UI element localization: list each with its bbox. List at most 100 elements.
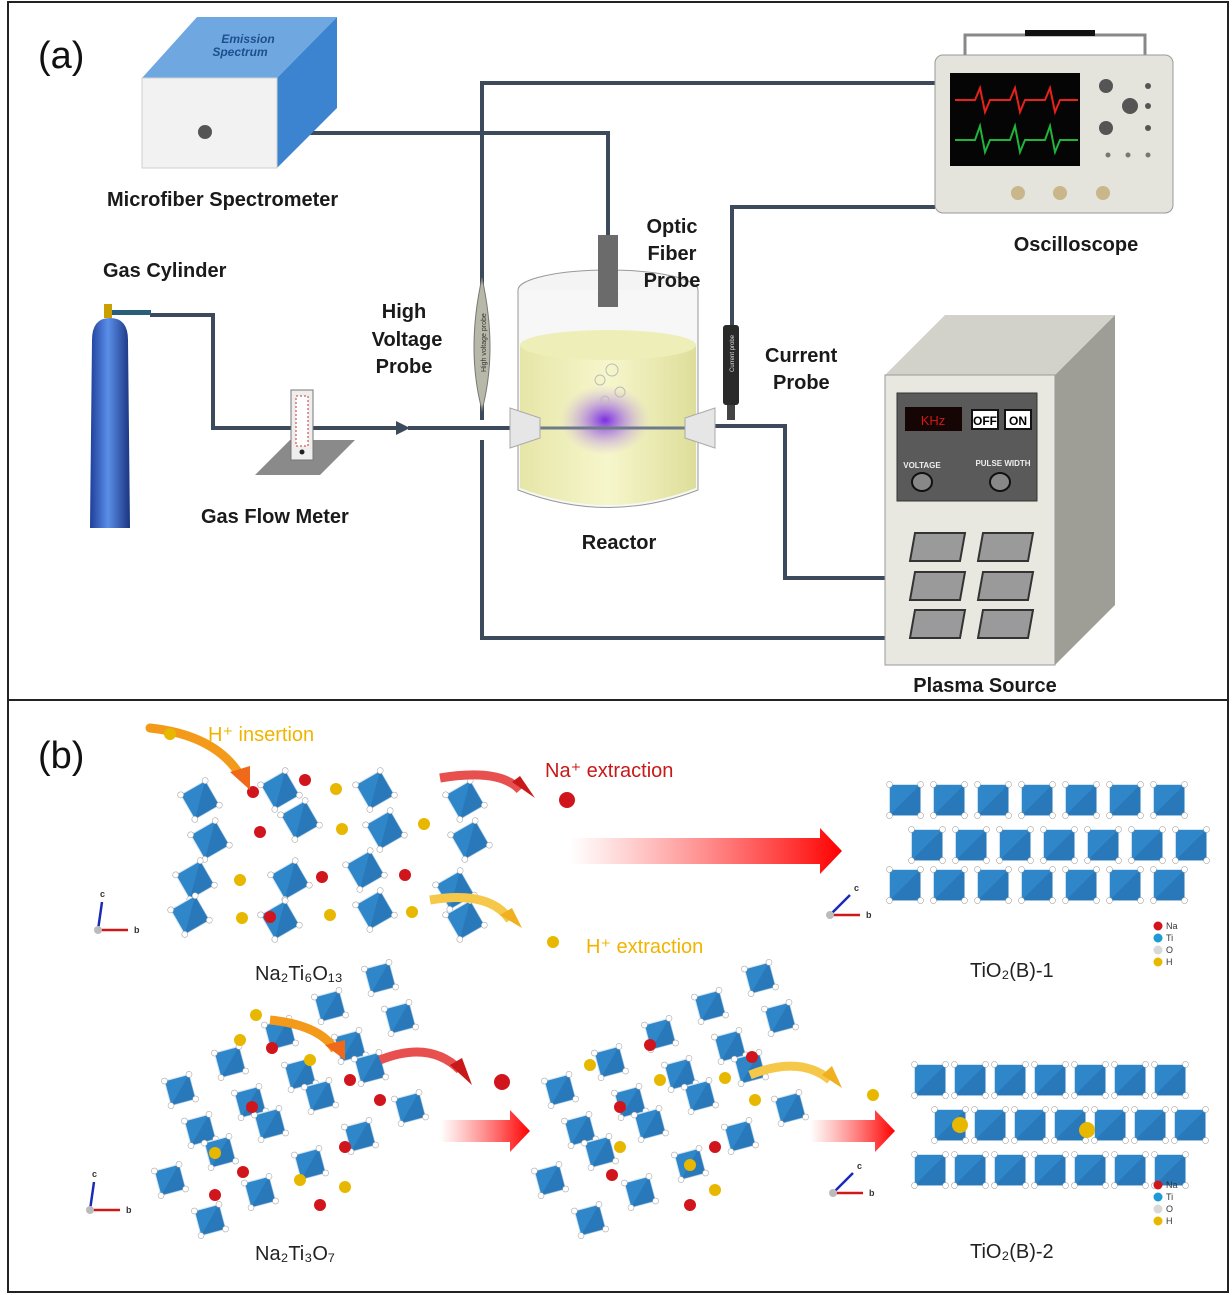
octahedron bbox=[631, 1105, 669, 1143]
octahedron bbox=[1018, 781, 1056, 819]
octahedron bbox=[267, 857, 313, 903]
legend-label-h: H bbox=[1166, 957, 1173, 967]
octahedron bbox=[531, 1161, 569, 1199]
axis-triad: cb bbox=[94, 889, 140, 935]
h-atom bbox=[304, 1054, 316, 1066]
hv-probe-label-2: Voltage bbox=[372, 329, 443, 351]
octahedron bbox=[571, 1201, 609, 1239]
reactor bbox=[509, 235, 716, 508]
octahedron bbox=[1062, 781, 1100, 819]
tio2b-2-label: TiO₂(B)-2 bbox=[970, 1241, 1054, 1263]
octahedron bbox=[931, 1106, 969, 1144]
h-atom bbox=[209, 1147, 221, 1159]
octahedron bbox=[151, 1161, 189, 1199]
na-atom bbox=[606, 1169, 618, 1181]
octahedron bbox=[741, 959, 779, 997]
octahedron bbox=[442, 777, 488, 823]
h-atom bbox=[654, 1074, 666, 1086]
octahedron bbox=[381, 999, 419, 1037]
octahedron bbox=[1151, 1061, 1189, 1099]
octahedron bbox=[1150, 781, 1188, 819]
octahedron bbox=[581, 1133, 619, 1171]
octahedron bbox=[351, 1049, 389, 1087]
octahedron bbox=[1111, 1061, 1149, 1099]
reactor-label: Reactor bbox=[582, 532, 657, 554]
octahedron bbox=[341, 1117, 379, 1155]
legend-swatch-h bbox=[1153, 957, 1163, 967]
octahedron bbox=[621, 1173, 659, 1211]
na-atom bbox=[314, 1199, 326, 1211]
octahedron bbox=[1071, 1061, 1109, 1099]
octahedron bbox=[886, 866, 924, 904]
legend-label-o: O bbox=[1166, 945, 1173, 955]
octahedron bbox=[1172, 826, 1210, 864]
octahedron bbox=[761, 999, 799, 1037]
octahedron bbox=[362, 807, 408, 853]
octahedron bbox=[447, 817, 493, 863]
na-atom bbox=[684, 1199, 696, 1211]
keypad bbox=[976, 532, 1035, 562]
octahedron bbox=[241, 1173, 279, 1211]
off-button: OFF bbox=[973, 414, 997, 428]
legend-label-ti: Ti bbox=[1166, 933, 1173, 943]
octahedron bbox=[951, 1151, 989, 1189]
octahedron bbox=[886, 781, 924, 819]
axis-c-label: c bbox=[854, 883, 859, 893]
na-atom bbox=[246, 1101, 258, 1113]
oscilloscope bbox=[934, 30, 1174, 214]
h-atom bbox=[330, 783, 342, 795]
na-atom bbox=[644, 1039, 656, 1051]
octahedron bbox=[1150, 866, 1188, 904]
axis-triad: cb bbox=[826, 883, 872, 920]
axis-b-label: b bbox=[126, 1205, 132, 1215]
legend-swatch-h bbox=[1153, 1216, 1163, 1226]
octahedron bbox=[251, 1105, 289, 1143]
octahedron bbox=[187, 817, 233, 863]
svg-text:PULSE WIDTH: PULSE WIDTH bbox=[975, 459, 1030, 468]
octahedron bbox=[908, 826, 946, 864]
h-atom bbox=[614, 1141, 626, 1153]
legend-swatch-o bbox=[1153, 1204, 1163, 1214]
legend-label-o: O bbox=[1166, 1204, 1173, 1214]
keypad bbox=[976, 571, 1035, 601]
octahedron bbox=[257, 767, 303, 813]
na-atom bbox=[209, 1189, 221, 1201]
frequency-display: KHz bbox=[921, 413, 946, 428]
octahedron bbox=[952, 826, 990, 864]
transform-arrow-1 bbox=[570, 828, 842, 874]
na-atom bbox=[746, 1051, 758, 1063]
keypad bbox=[976, 609, 1035, 639]
svg-text:Spectrum: Spectrum bbox=[212, 45, 268, 59]
legend-swatch-ti bbox=[1153, 933, 1163, 943]
octahedron bbox=[342, 847, 388, 893]
octahedron bbox=[301, 1077, 339, 1115]
legend-swatch-ti bbox=[1153, 1192, 1163, 1202]
octahedron bbox=[1111, 1151, 1149, 1189]
optic-probe-label-3: Probe bbox=[644, 270, 701, 292]
h-atom bbox=[234, 874, 246, 886]
legend-swatch-na bbox=[1153, 921, 1163, 931]
na-atom bbox=[237, 1166, 249, 1178]
octahedron bbox=[1091, 1106, 1129, 1144]
octahedron bbox=[721, 1117, 759, 1155]
octahedron bbox=[541, 1071, 579, 1109]
optic-probe-label-1: Optic bbox=[646, 216, 697, 238]
octahedron bbox=[911, 1061, 949, 1099]
octahedron bbox=[1031, 1151, 1069, 1189]
oscilloscope-label: Oscilloscope bbox=[1014, 234, 1139, 256]
octahedron bbox=[1171, 1106, 1209, 1144]
octahedron bbox=[177, 777, 223, 823]
octahedron bbox=[391, 1089, 429, 1127]
octahedron bbox=[1151, 1151, 1189, 1189]
axis-triad: cb bbox=[829, 1161, 875, 1198]
h-atom bbox=[294, 1174, 306, 1186]
current-probe-label-2: Probe bbox=[773, 372, 830, 394]
octahedron bbox=[1051, 1106, 1089, 1144]
octahedron bbox=[911, 1151, 949, 1189]
axis-c-label: c bbox=[100, 889, 105, 899]
h-atom bbox=[584, 1059, 596, 1071]
tio2b-1-label: TiO₂(B)-1 bbox=[970, 960, 1054, 982]
hv-probe-label-3: Probe bbox=[376, 356, 433, 378]
na-extraction-label: Na⁺ extraction bbox=[545, 760, 673, 782]
gas-flow-meter-label: Gas Flow Meter bbox=[201, 506, 349, 528]
